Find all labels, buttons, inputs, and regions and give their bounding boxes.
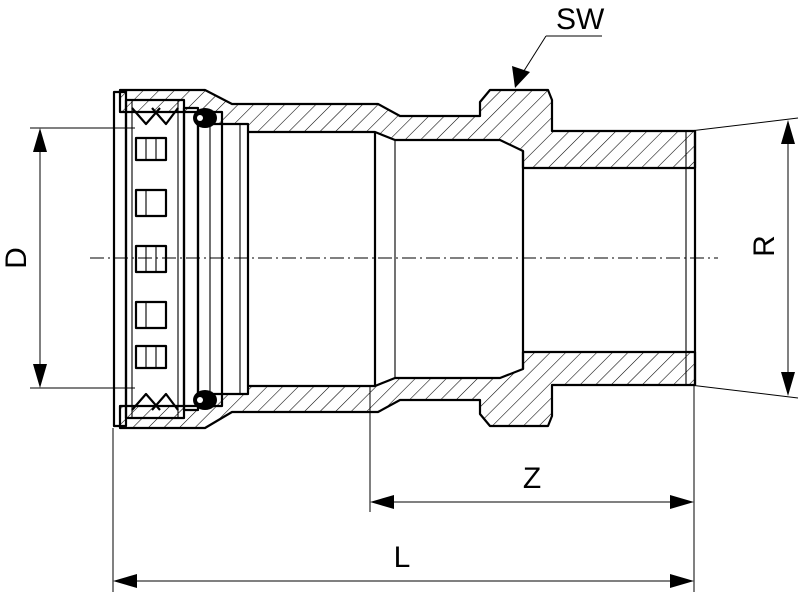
sw-leader xyxy=(512,35,602,88)
l-label: L xyxy=(394,541,411,574)
d-label: D xyxy=(0,247,33,269)
lower-body-wall xyxy=(118,350,697,430)
grip-ring-assembly xyxy=(112,90,224,428)
o-rings xyxy=(193,108,217,410)
r-dimension xyxy=(689,117,799,399)
l-dimension xyxy=(112,428,694,592)
r-label: R xyxy=(748,235,781,257)
z-label: Z xyxy=(523,462,541,495)
z-dimension xyxy=(369,385,695,592)
upper-body-wall xyxy=(118,88,697,170)
bore-lines xyxy=(239,124,697,394)
sw-label: SW xyxy=(556,3,605,36)
d-dimension xyxy=(30,127,135,389)
